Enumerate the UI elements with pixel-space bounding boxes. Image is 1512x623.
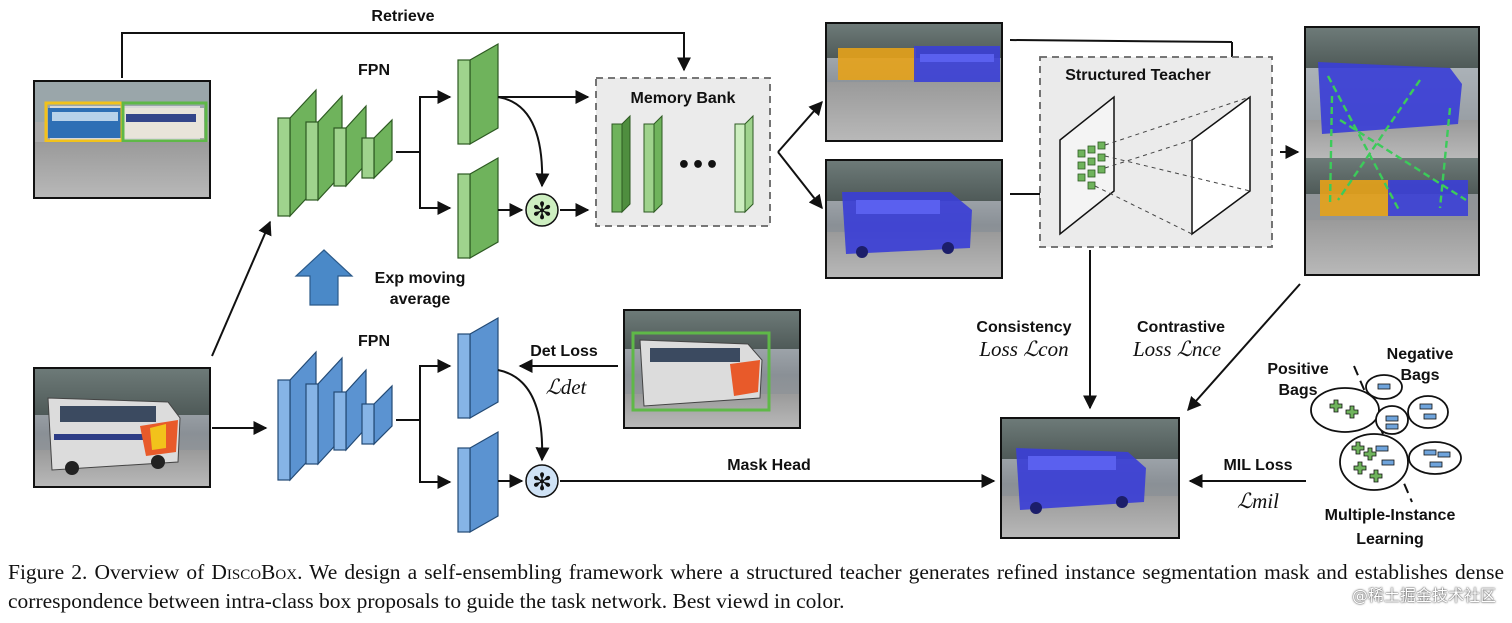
retrieve-arrow bbox=[121, 32, 691, 78]
negative-bag bbox=[1407, 395, 1449, 429]
box-green bbox=[121, 101, 208, 143]
det-loss-symbol: ℒdet bbox=[546, 375, 588, 399]
svg-text:✻: ✻ bbox=[532, 197, 552, 225]
input-image-retrieved bbox=[33, 80, 211, 199]
correspondence-lines bbox=[1326, 75, 1467, 213]
source-feature-plane bbox=[1059, 95, 1115, 236]
exp-moving-average-arrow bbox=[294, 249, 354, 306]
teacher-conv-operator: ✻ bbox=[525, 193, 559, 227]
retrieve-label: Retrieve bbox=[371, 8, 434, 25]
teacher-branch-arrow bbox=[396, 90, 452, 153]
arrow-to-teacher-line bbox=[1009, 39, 1233, 43]
arrow-to-teacher-fpn bbox=[211, 220, 272, 357]
positive-bags-label-2: Bags bbox=[1278, 382, 1317, 399]
mil-label-2: Learning bbox=[1356, 531, 1424, 548]
student-curve-arrow bbox=[497, 369, 550, 462]
structured-teacher: Structured Teacher bbox=[1039, 56, 1273, 248]
retrieved-mask-image bbox=[825, 22, 1003, 142]
svg-text:✻: ✻ bbox=[532, 468, 552, 496]
det-loss-label: Det Loss bbox=[530, 343, 598, 360]
caption-method-name: DiscoBox bbox=[211, 560, 298, 584]
mil-bags: Positive Bags Negative Bags bbox=[1267, 346, 1462, 548]
student-feature-map bbox=[457, 316, 499, 420]
bag-separator bbox=[1353, 365, 1413, 503]
positive-bag bbox=[1310, 387, 1380, 433]
fpn-layer bbox=[361, 118, 393, 180]
student-branch-arrow bbox=[419, 420, 452, 489]
student-feature-map bbox=[457, 430, 499, 534]
input-image-bus bbox=[33, 367, 211, 488]
student-conv-operator: ✻ bbox=[525, 464, 559, 498]
teacher-branch-arrow bbox=[419, 152, 452, 215]
exp-moving-label-2: average bbox=[390, 291, 451, 308]
memory-slot bbox=[611, 114, 631, 214]
caption-text: . We design a self-ensembling framework … bbox=[8, 560, 1504, 613]
teacher-fpn bbox=[277, 88, 393, 218]
correspondence-image bbox=[1304, 26, 1480, 276]
gt-box bbox=[631, 331, 771, 412]
mask-head-label: Mask Head bbox=[727, 457, 811, 474]
exp-moving-label: Exp moving bbox=[375, 270, 466, 287]
negative-bags-label: Negative bbox=[1387, 346, 1454, 363]
target-feature-plane bbox=[1191, 95, 1251, 236]
watermark: @稀土掘金技术社区 bbox=[1351, 586, 1496, 605]
memory-slot bbox=[643, 114, 663, 214]
arrow-to-image-pair bbox=[777, 100, 823, 153]
fpn-label-bottom: FPN bbox=[358, 333, 390, 350]
student-branch-arrow bbox=[396, 359, 452, 421]
contrastive-loss-label: Contrastive bbox=[1137, 319, 1225, 336]
consistency-loss-symbol: Loss ℒcon bbox=[978, 337, 1068, 361]
teacher-feature-map bbox=[457, 156, 499, 260]
contrastive-arrow bbox=[1187, 283, 1301, 412]
fpn-layer bbox=[361, 384, 393, 446]
negative-bag bbox=[1408, 441, 1462, 475]
positive-bags-label: Positive bbox=[1267, 361, 1328, 378]
memory-ellipsis: ••• bbox=[677, 153, 719, 178]
correspondence-lines bbox=[1094, 96, 1251, 235]
student-fpn bbox=[277, 350, 393, 482]
negative-instances bbox=[1375, 383, 1451, 468]
memory-bank-label: Memory Bank bbox=[631, 90, 736, 107]
caption-prefix: Figure 2. Overview of bbox=[8, 560, 212, 584]
ground-truth-box-image bbox=[623, 309, 801, 429]
contrastive-loss-symbol: Loss ℒnce bbox=[1132, 337, 1221, 361]
memory-bank: Memory Bank ••• bbox=[595, 77, 771, 227]
mil-label: Multiple-Instance bbox=[1325, 507, 1456, 524]
grid-cells bbox=[1077, 141, 1106, 190]
teacher-feature-map bbox=[457, 42, 499, 146]
figure-caption: Figure 2. Overview of DiscoBox. We desig… bbox=[8, 558, 1504, 616]
fpn-label-top: FPN bbox=[358, 62, 390, 79]
consistency-loss-label: Consistency bbox=[976, 319, 1071, 336]
positive-instances bbox=[1329, 399, 1383, 483]
structured-teacher-label: Structured Teacher bbox=[1065, 67, 1211, 84]
mil-loss-symbol: ℒmil bbox=[1237, 489, 1279, 513]
retrieved-mask-image bbox=[825, 159, 1003, 279]
memory-slot bbox=[734, 114, 754, 214]
mil-loss-label: MIL Loss bbox=[1223, 457, 1292, 474]
output-mask-image bbox=[1000, 417, 1180, 539]
arrow-to-image-single bbox=[777, 151, 823, 210]
negative-bags-label-2: Bags bbox=[1400, 367, 1439, 384]
teacher-curve-arrow bbox=[497, 96, 550, 188]
